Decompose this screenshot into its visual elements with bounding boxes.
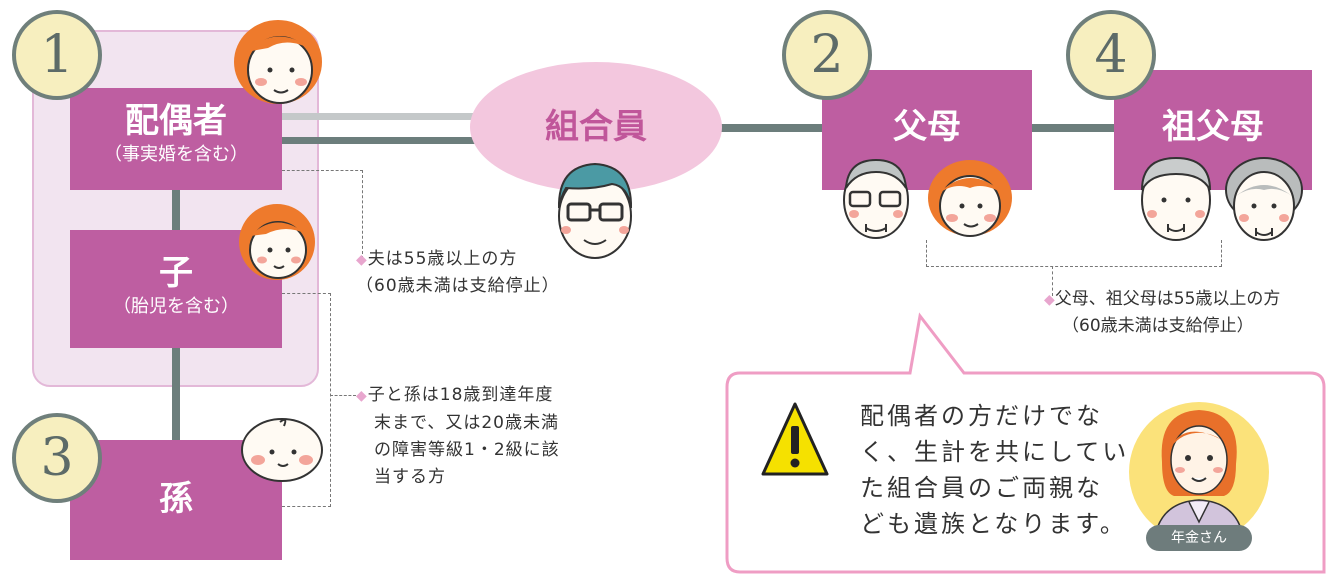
grandparents-label: 祖父母 xyxy=(1162,107,1264,147)
parents-label: 父母 xyxy=(893,107,961,147)
child-label: 子 xyxy=(159,253,193,293)
line-parents-grandparents xyxy=(1030,124,1118,132)
number-badge-1: 1 xyxy=(12,10,102,100)
note-parents-line-1: ◆父母、祖父母は55歳以上の方 xyxy=(1044,289,1281,309)
callout-line-3: た組合員のご両親な xyxy=(860,474,1103,502)
character-name: 年金さん xyxy=(1171,530,1227,546)
diamond-bullet-icon: ◆ xyxy=(1044,292,1055,308)
dash-child-note-link xyxy=(330,395,356,396)
note-children: ◆子と孫は18歳到達年度 末まで、又は20歳未満 の障害等級1・2級に該 当する… xyxy=(356,382,560,491)
note-husband-line-1: ◆夫は55歳以上の方 xyxy=(356,249,518,269)
line-member-parents xyxy=(718,124,824,132)
note-husband: ◆夫は55歳以上の方 （60歳未満は支給停止） xyxy=(356,246,560,299)
father-face-icon xyxy=(843,158,909,239)
diamond-bullet-icon: ◆ xyxy=(356,252,368,268)
note-parents-line-2: （60歳未満は支給停止） xyxy=(1062,316,1254,336)
spouse-box: 配偶者 （事実婚を含む） xyxy=(70,88,282,190)
warning-icon xyxy=(761,402,829,476)
callout-line-4: ども遺族となります。 xyxy=(860,510,1127,538)
diamond-bullet-icon: ◆ xyxy=(356,388,368,404)
note-children-line-2: 末まで、又は20歳未満 xyxy=(374,413,559,433)
child-sub-label: （胎児を含む） xyxy=(113,296,239,317)
number-badge-3: 3 xyxy=(12,413,102,503)
member-face-icon xyxy=(557,162,633,259)
grandfather-face-icon xyxy=(1141,156,1211,241)
line-spouse-child xyxy=(172,188,180,232)
line-child-grandchild xyxy=(172,348,180,442)
spouse-sub-label: （事実婚を含む） xyxy=(104,144,248,165)
dash-parents-grandparents xyxy=(926,240,1222,267)
member-label: 組合員 xyxy=(545,107,647,147)
callout-line-1: 配偶者の方だけでな xyxy=(860,402,1103,430)
spouse-label: 配偶者 xyxy=(125,101,227,141)
note-children-line-4: 当する方 xyxy=(374,467,446,487)
note-parents: ◆父母、祖父母は55歳以上の方 （60歳未満は支給停止） xyxy=(1044,286,1280,339)
number-badge-4: 4 xyxy=(1066,10,1156,100)
spouse-face-icon xyxy=(234,20,322,104)
callout-text: 配偶者の方だけでな く、生計を共にしてい た組合員のご両親な ども遺族となります… xyxy=(860,398,1129,542)
number-badge-2: 2 xyxy=(782,10,872,100)
grandchild-baby-face-icon xyxy=(241,418,323,482)
grandchild-label: 孫 xyxy=(159,479,193,519)
line-spouse-member-lower xyxy=(282,137,482,144)
callout-line-2: く、生計を共にしてい xyxy=(860,438,1130,466)
dash-spouse-note xyxy=(282,170,363,259)
note-husband-line-2: （60歳未満は支給停止） xyxy=(356,276,560,296)
character-name-badge: 年金さん xyxy=(1146,525,1252,551)
grandmother-face-icon xyxy=(1225,157,1303,241)
dash-child-grandchild-note xyxy=(282,293,331,507)
child-face-icon xyxy=(239,204,315,280)
line-spouse-member-upper xyxy=(282,113,482,120)
note-children-line-3: の障害等級1・2級に該 xyxy=(374,440,560,460)
dash-parents-note-link xyxy=(1052,266,1053,296)
note-children-line-1: ◆子と孫は18歳到達年度 xyxy=(356,385,554,405)
mother-face-icon xyxy=(928,160,1012,237)
